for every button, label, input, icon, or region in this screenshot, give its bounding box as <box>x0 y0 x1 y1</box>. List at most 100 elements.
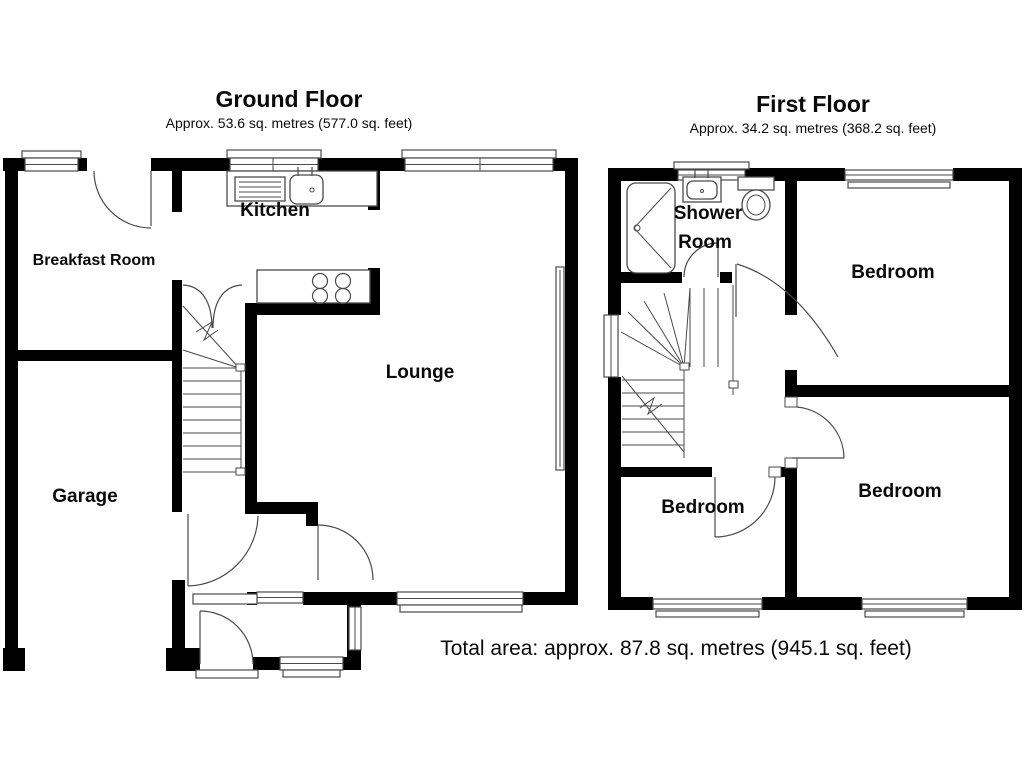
ground-floor-doors <box>93 170 374 665</box>
first-floor-walls <box>608 168 1022 610</box>
hob-icon <box>256 269 371 305</box>
stair-newel <box>679 362 690 371</box>
bedroom-bottom-right-label: Bedroom <box>858 481 941 502</box>
wall-segment <box>245 303 257 512</box>
toilet-icon <box>737 176 775 221</box>
wall-segment <box>621 272 682 283</box>
window-sill <box>21 150 82 159</box>
shower-room-label-line1: Shower <box>674 203 743 224</box>
wall-segment <box>343 657 361 670</box>
wall-segment <box>151 158 230 171</box>
ground-floor-title: Ground Floor <box>216 86 363 112</box>
bedroom-top-label: Bedroom <box>851 262 934 283</box>
lounge-top-window <box>404 157 554 172</box>
wall-segment <box>780 467 797 477</box>
stair-break-line <box>195 320 219 342</box>
wall-segment <box>245 303 380 315</box>
wall-segment <box>785 468 797 610</box>
wall-segment <box>608 168 678 181</box>
porch-side-window <box>348 606 362 651</box>
ground-floor-area: Approx. 53.6 sq. metres (577.0 sq. feet) <box>166 115 413 131</box>
wall-segment <box>762 597 862 610</box>
stair-newel <box>728 380 739 389</box>
wall-segment <box>166 648 200 671</box>
first-floor-stairs <box>620 285 739 458</box>
bedroom-left-window <box>652 598 763 618</box>
wall-segment <box>797 385 1009 397</box>
front-door-threshold <box>195 669 259 679</box>
lounge-bottom-window <box>396 591 524 613</box>
wall-segment <box>245 502 318 514</box>
wall-segment <box>306 514 318 526</box>
shower-room-door <box>683 240 719 278</box>
total-area-text: Total area: approx. 87.8 sq. metres (945… <box>440 637 912 660</box>
bedroom-bottom-left-label: Bedroom <box>661 497 744 518</box>
window-sill <box>401 149 557 159</box>
wall-segment <box>5 158 18 660</box>
wall-segment <box>621 467 712 477</box>
shower-tray-icon <box>626 182 676 274</box>
wall-segment <box>967 597 1022 610</box>
wall-segment <box>720 272 732 283</box>
door-jamb <box>784 457 798 469</box>
lounge-label: Lounge <box>386 362 455 383</box>
wall-segment <box>253 657 280 670</box>
door-jamb <box>784 396 798 408</box>
bedroom-top-window <box>844 169 954 189</box>
wall-segment <box>303 592 397 605</box>
breakfast-room-label: Breakfast Room <box>33 252 156 269</box>
shower-room-label-line2: Room <box>678 232 732 253</box>
wall-segment <box>608 377 621 610</box>
wall-segment <box>318 158 405 171</box>
front-entrance-door <box>93 170 152 229</box>
window-sill <box>226 149 322 159</box>
wall-segment <box>608 168 621 315</box>
stairs-window <box>603 314 619 378</box>
bedroom-bottom-left-door <box>714 476 776 538</box>
wall-segment <box>608 597 653 610</box>
kitchen-window <box>229 157 319 172</box>
first-floor-plan: First Floor Approx. 34.2 sq. metres (368… <box>603 91 1022 618</box>
sink-icon <box>682 170 722 203</box>
first-floor-area: Approx. 34.2 sq. metres (368.2 sq. feet) <box>690 120 937 136</box>
wall-segment <box>3 648 25 671</box>
ground-floor-stairs <box>182 305 246 476</box>
wall-segment <box>785 168 797 315</box>
stair-break-line <box>639 396 663 416</box>
door-jamb <box>768 466 782 478</box>
wall-segment <box>5 350 175 361</box>
shower-room-fixtures <box>626 170 775 274</box>
bedroom-right-window <box>861 598 968 618</box>
kitchen-label: Kitchen <box>240 200 310 221</box>
wall-segment <box>78 158 87 171</box>
porch-bottom-window <box>279 656 344 678</box>
ground-floor-plan: Ground Floor Approx. 53.6 sq. metres (57… <box>3 86 578 679</box>
wall-segment <box>172 580 185 660</box>
ground-floor-windows <box>21 149 565 679</box>
wall-segment <box>172 171 182 212</box>
wall-segment <box>1009 168 1022 610</box>
stair-newel <box>235 363 246 372</box>
garage-label: Garage <box>52 486 117 507</box>
wall-segment <box>523 592 578 605</box>
wall-segment <box>368 268 380 315</box>
hall-lounge-door <box>317 524 374 581</box>
stair-newel <box>235 467 246 476</box>
lounge-side-window <box>555 266 565 471</box>
wall-segment <box>172 280 182 512</box>
kitchen-fixtures <box>226 167 378 305</box>
kitchen-sink-icon <box>234 167 324 205</box>
hall-porch-glazing <box>192 591 304 605</box>
garage-hall-door <box>187 514 259 587</box>
porch-front-door <box>199 610 254 665</box>
first-floor-title: First Floor <box>756 91 870 117</box>
wall-segment <box>953 168 1022 181</box>
wall-segment <box>565 158 578 605</box>
bedroom-top-door <box>735 263 839 358</box>
wall-segment <box>785 370 797 397</box>
first-floor-doors <box>683 240 845 538</box>
bedroom-bottom-right-door <box>792 406 845 459</box>
window <box>24 157 79 172</box>
